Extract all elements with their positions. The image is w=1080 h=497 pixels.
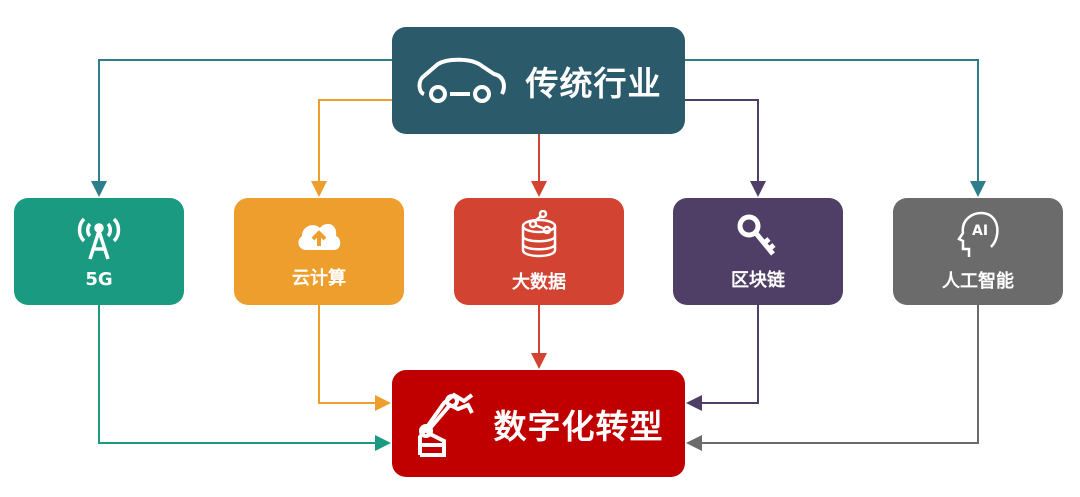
- tech-label-cloud-computing: 云计算: [292, 267, 346, 289]
- target-box-digital-transformation: 数字化转型: [392, 370, 685, 477]
- line-source-5g: [91, 59, 392, 197]
- line-source-cloud: [311, 99, 392, 197]
- tech-box-blockchain: 区块链: [673, 198, 843, 305]
- source-label: 传统行业: [525, 63, 662, 103]
- tech-label-blockchain: 区块链: [731, 269, 785, 291]
- tech-label-big-data: 大数据: [512, 271, 566, 293]
- cloud-upload-icon: [294, 214, 344, 256]
- car-icon: [416, 56, 508, 106]
- source-box-traditional-industry: 传统行业: [392, 27, 685, 134]
- line-5g-target: [98, 305, 391, 451]
- ai-head-icon: AI: [955, 211, 1001, 259]
- ai-icon-text: AI: [972, 222, 989, 239]
- robot-arm-icon: [414, 389, 476, 459]
- tech-label-ai: 人工智能: [942, 270, 1014, 292]
- tech-box-big-data: 大数据: [454, 198, 624, 305]
- signal-tower-icon: [74, 213, 124, 261]
- line-source-blockchain: [685, 99, 766, 197]
- line-source-ai: [685, 59, 986, 197]
- tech-box-ai: AI 人工智能: [893, 198, 1063, 305]
- line-cloud-target: [318, 305, 391, 411]
- line-ai-target: [686, 305, 979, 451]
- key-icon: [735, 212, 781, 258]
- tech-box-cloud-computing: 云计算: [234, 198, 404, 305]
- line-blockchain-target: [686, 305, 759, 411]
- tech-box-5g: 5G: [14, 198, 184, 305]
- tech-label-5g: 5G: [85, 269, 113, 290]
- database-icon: [517, 209, 561, 260]
- target-label: 数字化转型: [493, 406, 664, 446]
